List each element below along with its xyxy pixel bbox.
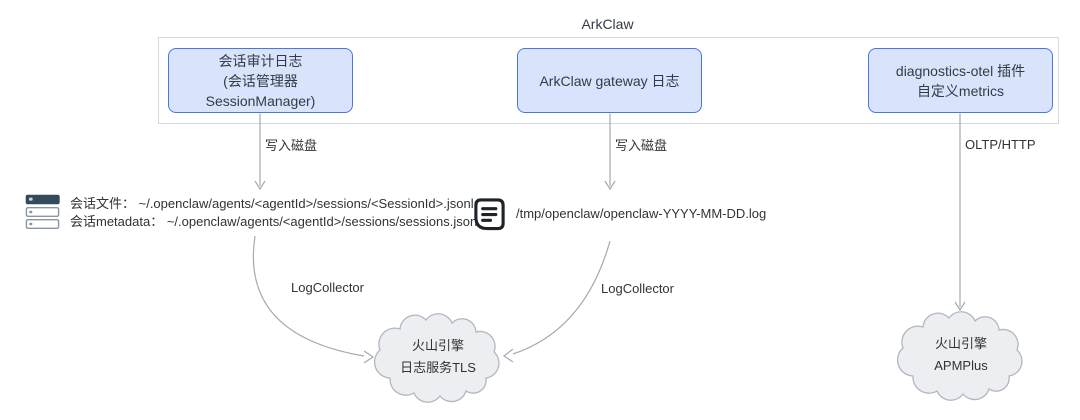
node-otel-line1: diagnostics-otel 插件: [895, 62, 1026, 79]
server-stack-icon-svg: [25, 194, 60, 230]
cloud-tls-line2: 日志服务TLS: [400, 360, 476, 375]
node-gateway-log: ArkClaw gateway 日志: [517, 48, 702, 113]
server-stack-icon: [25, 194, 61, 235]
edge-label-oltp-http: OLTP/HTTP: [963, 137, 1038, 153]
node-session-audit-line1: 会话审计日志: [218, 52, 303, 69]
arkclaw-container: [158, 37, 1059, 124]
node-session-audit-line2: (会话管理器 SessionManager): [205, 72, 316, 109]
edge-write-disk-left: [254, 113, 266, 191]
cloud-tls-label: 火山引擎 日志服务TLS: [368, 335, 508, 379]
edge-label-write-disk-mid: 写入磁盘: [613, 138, 670, 154]
node-otel-line2: 自定义metrics: [916, 82, 1005, 99]
cloud-apmplus-line2: APMPlus: [934, 358, 988, 373]
container-title: ArkClaw: [581, 16, 634, 32]
edge-log-collector-left: [252, 235, 375, 364]
gateway-log-path: /tmp/openclaw/openclaw-YYYY-MM-DD.log: [516, 206, 767, 221]
edge-oltp-http: [954, 113, 966, 312]
edge-label-log-collector-left: LogCollector: [289, 280, 366, 296]
cloud-apmplus-label: 火山引擎 APMPlus: [891, 333, 1031, 377]
session-files-text: 会话文件： ~/.openclaw/agents/<agentId>/sessi…: [70, 195, 477, 231]
node-gateway-label: ArkClaw gateway 日志: [539, 72, 680, 89]
session-files-line1: 会话文件： ~/.openclaw/agents/<agentId>/sessi…: [70, 196, 474, 211]
cloud-tls-line1: 火山引擎: [411, 338, 464, 353]
edge-label-write-disk-left: 写入磁盘: [263, 138, 320, 154]
cloud-apmplus-line1: 火山引擎: [934, 336, 987, 351]
log-file-icon: [472, 197, 507, 238]
cloud-apmplus-shape: [896, 311, 1023, 401]
node-otel-plugin: diagnostics-otel 插件 自定义metrics: [868, 48, 1053, 113]
log-file-icon-svg: [474, 198, 505, 231]
edge-log-collector-mid: [502, 240, 611, 363]
edge-label-log-collector-mid: LogCollector: [599, 281, 676, 297]
node-session-audit-log: 会话审计日志 (会话管理器 SessionManager): [168, 48, 353, 113]
cloud-tls-shape: [373, 313, 500, 403]
session-files-line2: 会话metadata： ~/.openclaw/agents/<agentId>…: [70, 214, 478, 229]
edge-write-disk-mid: [604, 113, 616, 191]
